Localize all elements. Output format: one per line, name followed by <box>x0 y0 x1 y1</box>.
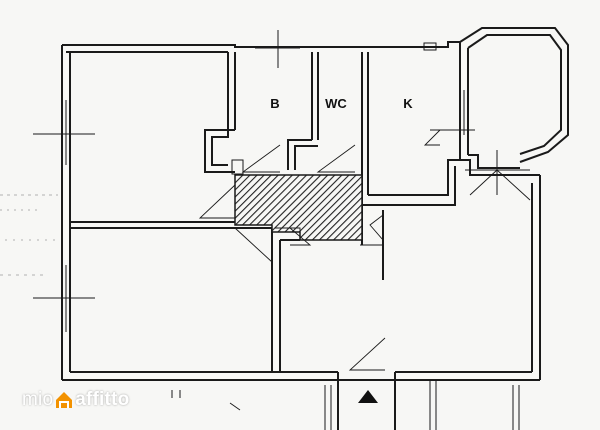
hatched-shaft <box>234 174 363 241</box>
outer-walls <box>61 27 569 381</box>
entrance-arrow-icon <box>358 390 378 403</box>
house-logo-icon <box>56 392 73 408</box>
room-label-wc: WC <box>325 96 347 111</box>
room-label-bathroom: B <box>270 96 279 111</box>
door-swings <box>198 129 531 411</box>
watermark-text-mio: mio <box>22 389 54 410</box>
room-label-kitchen: K <box>403 96 413 111</box>
watermark-text-affitto: affitto <box>75 389 130 410</box>
scan-marks <box>0 194 58 276</box>
watermark: mio affitto <box>22 389 129 411</box>
